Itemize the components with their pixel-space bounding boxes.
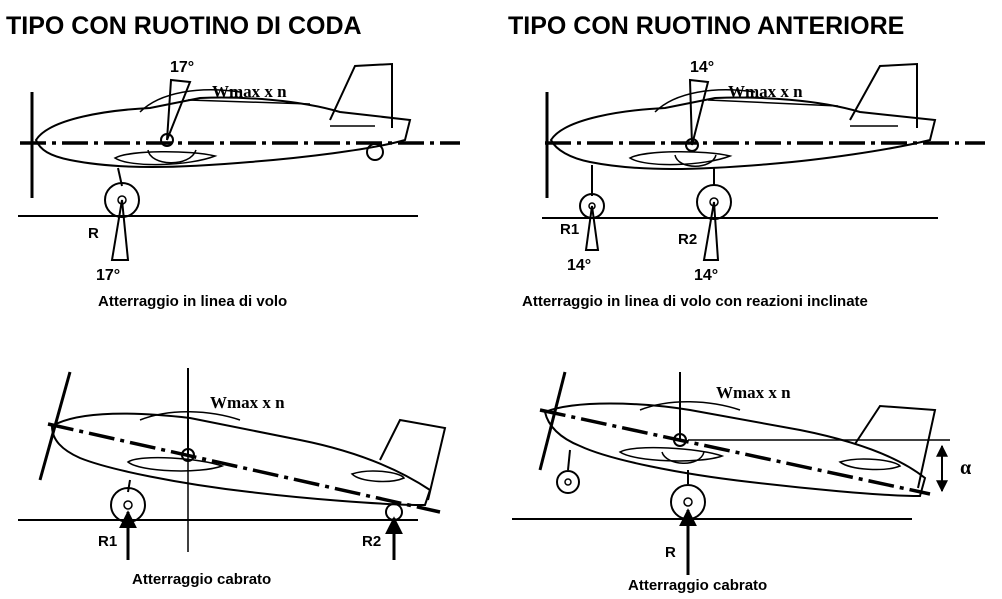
weight-label: Wmax x n [212,82,287,101]
reaction-1-vector [584,205,600,251]
reaction-2-vector [702,201,720,261]
propeller [538,371,567,471]
nose-wheel-hub [564,478,572,486]
fuselage [543,402,927,498]
weight-vector [688,78,710,146]
caption-br: Atterraggio cabrato [628,577,767,594]
weight-leader [187,99,311,105]
caption-tl: Atterraggio in linea di volo [98,293,287,310]
tail-fin [849,62,918,128]
fuselage [34,96,412,168]
panel-nose-nose-up: Wmax x n R α Atterraggio cabrato [512,371,971,594]
main-gear-strut [127,479,131,493]
wing [628,150,733,166]
tail-fin [329,62,393,128]
weight-label: Wmax x n [716,383,791,402]
angle-label-bottom: 17° [96,267,120,284]
weight-vector [166,78,192,141]
reaction-label: R [88,225,99,242]
wing [618,446,725,462]
reference-axis [47,422,441,514]
title-tail-wheel: TIPO CON RUOTINO DI CODA [6,12,362,40]
tail-fin [854,404,937,489]
angle-label-top: 14° [690,59,714,76]
canopy [639,401,741,411]
weight-leader [707,99,839,107]
rotation-arc [674,154,717,167]
canopy [139,411,241,421]
rotation-arc [661,451,705,464]
reaction-2-label: R2 [678,231,697,248]
tail-wheel [366,143,384,161]
panel-nose-level: 14° Wmax x n R1 14° R2 14° Atterraggio i… [522,59,985,310]
title-nose-wheel: TIPO CON RUOTINO ANTERIORE [508,12,904,40]
caption-bl: Atterraggio cabrato [132,571,271,588]
weight-label: Wmax x n [210,393,285,412]
alpha-label: α [960,457,971,479]
nose-gear-strut [567,449,571,471]
stabilizer [350,470,406,483]
main-wheel-hub [123,500,133,510]
panel-tail-level: 17° Wmax x n R 17° Atterraggio in linea … [18,59,460,310]
fuselage [50,412,432,507]
tail-fin [379,418,447,501]
angle-label-top: 17° [170,59,194,76]
caption-tr: Atterraggio in linea di volo con reazion… [522,293,868,310]
weight-label: Wmax x n [728,82,803,101]
stabilizer [838,458,902,471]
reaction-1-label: R1 [98,533,117,550]
reaction-2-label: R2 [362,533,381,550]
canopy [654,89,756,113]
angle-label-r2: 14° [694,267,718,284]
nose-wheel [556,470,580,494]
rotation-arc [147,149,197,164]
wing [126,456,225,472]
reference-axis [539,408,931,496]
reaction-vector [110,199,130,261]
cg-marker [181,448,195,462]
reaction-label: R [665,544,676,561]
canopy [139,89,241,113]
reaction-1-label: R1 [560,221,579,238]
cg-marker [673,433,687,447]
wing [113,150,218,166]
main-wheel-hub [683,497,693,507]
fuselage [549,96,937,170]
angle-label-r1: 14° [567,257,591,274]
tail-wheel [385,503,403,521]
panel-tail-nose-up: Wmax x n R1 R2 Atterraggio cabrato [18,368,447,588]
